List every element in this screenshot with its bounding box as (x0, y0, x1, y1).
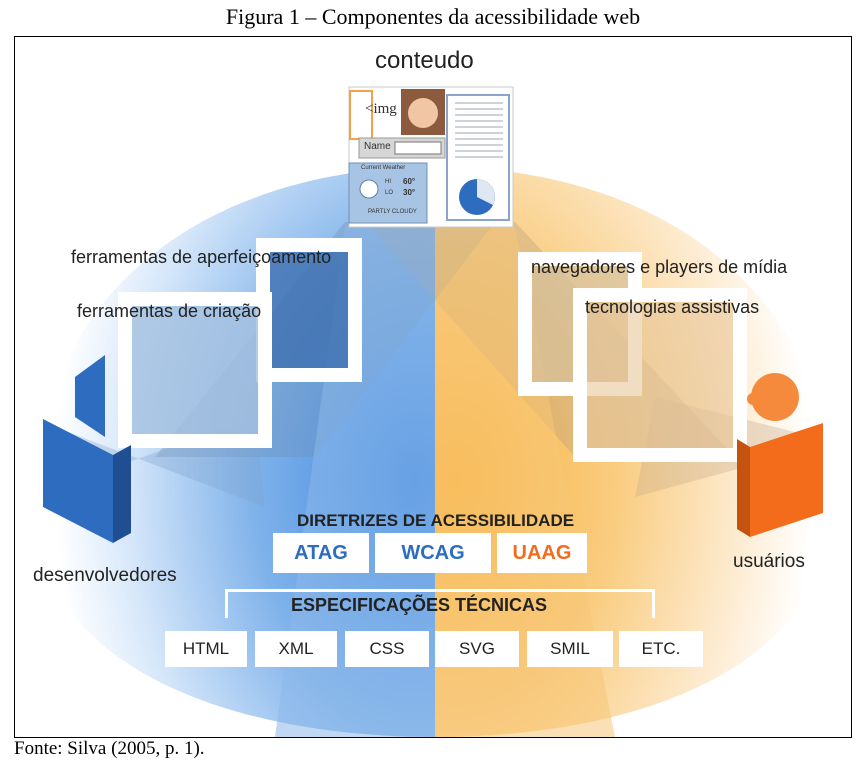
developer-figure-arm (75, 355, 105, 437)
developer-figure-body (43, 419, 113, 543)
specs-title: ESPECIFICAÇÕES TÉCNICAS (291, 595, 548, 615)
weather-condition: PARTLY CLOUDY (368, 209, 417, 215)
weather-lo-label: LO (385, 190, 394, 196)
tool-frame-improvement-fill (270, 252, 348, 368)
diagram-background (35, 86, 831, 737)
spec-html: HTML (165, 631, 247, 667)
spec-svg: SVG (435, 631, 519, 667)
weather-high: 60° (403, 177, 416, 186)
user-nose (747, 393, 759, 405)
content-img-tag: <img (365, 101, 397, 117)
content-pie-slice (477, 179, 495, 205)
spec-smil: SMIL (527, 631, 613, 667)
guidelines-title: DIRETRIZES DE ACESSIBILIDADE (297, 511, 575, 530)
tool-frame-creation-fill (132, 306, 258, 434)
figure-caption: Figura 1 – Componentes da acessibilidade… (225, 4, 641, 29)
content-weather-sun (359, 179, 379, 199)
developer-figure-side (113, 445, 131, 543)
accessibility-diagram: conteudo <img Name Current Weather HI 60… (14, 36, 852, 738)
weather-low: 30° (403, 188, 416, 197)
content-photo-face (408, 98, 438, 128)
tool-frame-assistive (573, 288, 747, 462)
beam-center-blue (275, 227, 435, 737)
guideline-uaag: UAAG (497, 533, 587, 573)
guideline-wcag: WCAG (375, 533, 491, 573)
user-body (750, 423, 823, 537)
beam-center-orange (435, 227, 615, 737)
specs-bracket (225, 589, 655, 618)
content-doc-lines (455, 102, 503, 158)
spec-etc: ETC. (619, 631, 703, 667)
weather-title: Current Weather (361, 165, 406, 171)
weather-hi-label: HI (385, 179, 391, 185)
content-name-label: Name (364, 141, 391, 152)
tool-frame-assistive-fill (587, 302, 733, 448)
guideline-atag: ATAG (273, 533, 369, 573)
spec-xml: XML (255, 631, 337, 667)
spec-css: CSS (345, 631, 429, 667)
tool-label-browsers: navegadores e players de mídia (531, 257, 788, 277)
developers-label: desenvolvedores (33, 565, 177, 586)
tool-label-improvement: ferramentas de aperfeiçoamento (71, 247, 332, 267)
users-label: usuários (733, 551, 805, 572)
tool-label-assistive: tecnologias assistivas (585, 297, 760, 317)
user-head (751, 373, 799, 421)
user-body-side (737, 439, 750, 537)
content-label: conteudo (375, 47, 474, 74)
tool-frame-creation (118, 292, 272, 448)
tool-label-creation: ferramentas de criação (77, 301, 262, 321)
figure-source: Fonte: Silva (2005, p. 1). (14, 738, 205, 759)
content-form-field (394, 141, 442, 155)
